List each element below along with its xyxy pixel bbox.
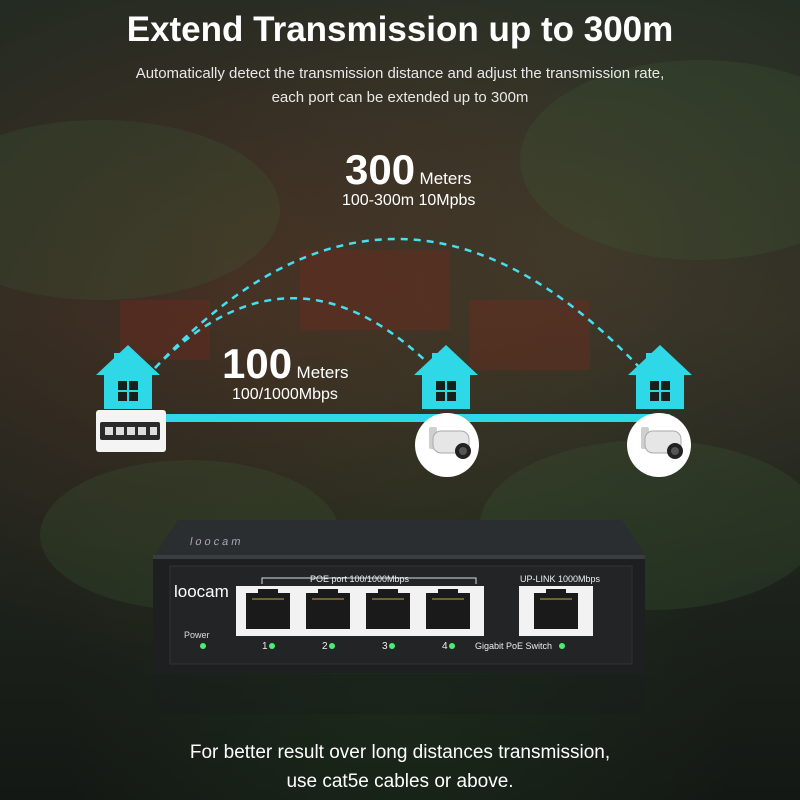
power-label: Power bbox=[184, 630, 210, 640]
arc-300m bbox=[154, 237, 641, 369]
port-number-2: 2 bbox=[322, 641, 328, 652]
distance-100-value: 100 bbox=[222, 340, 293, 387]
footer-line-1: For better result over long distances tr… bbox=[189, 742, 611, 763]
house-icon bbox=[628, 345, 692, 409]
rj45-port-2 bbox=[306, 589, 350, 629]
subtitle-line-2: each port can be extended up to 300m bbox=[271, 89, 529, 106]
rj45-port-3 bbox=[366, 589, 410, 629]
device-brand-top: loocam bbox=[188, 536, 245, 548]
distance-300-label: 300 Meters bbox=[345, 146, 472, 194]
rj45-port-1 bbox=[246, 589, 290, 629]
poe-port-label: POE port 100/1000Mbps bbox=[310, 574, 410, 584]
distance-100-rate: 100/1000Mbps bbox=[232, 386, 338, 403]
arc-100m bbox=[154, 297, 431, 369]
camera-icon bbox=[627, 413, 691, 477]
distance-300-value: 300 bbox=[345, 146, 416, 193]
subtitle-line-1: Automatically detect the transmission di… bbox=[135, 65, 665, 82]
uplink-led bbox=[559, 643, 565, 649]
port-number-4: 4 bbox=[442, 641, 448, 652]
page-title: Extend Transmission up to 300m bbox=[126, 10, 674, 49]
device-brand-front: loocam bbox=[174, 582, 229, 601]
port-number-3: 3 bbox=[382, 641, 388, 652]
camera-icon bbox=[415, 413, 479, 477]
distance-300-rate: 100-300m 10Mpbs bbox=[342, 192, 476, 209]
uplink-label: UP-LINK 1000Mbps bbox=[520, 574, 601, 584]
rj45-port-uplink bbox=[534, 589, 578, 629]
distance-100-label: 100 Meters bbox=[222, 340, 349, 388]
page-subtitle: Automatically detect the transmission di… bbox=[0, 62, 800, 110]
footer-note: For better result over long distances tr… bbox=[0, 738, 800, 796]
port-number-1: 1 bbox=[262, 641, 268, 652]
port-4-led bbox=[449, 643, 455, 649]
link-line bbox=[140, 414, 670, 422]
port-1-led bbox=[269, 643, 275, 649]
switch-icon bbox=[96, 410, 166, 452]
rj45-port-4 bbox=[426, 589, 470, 629]
port-3-led bbox=[389, 643, 395, 649]
house-icon bbox=[96, 345, 160, 409]
port-2-led bbox=[329, 643, 335, 649]
model-label: Gigabit PoE Switch bbox=[475, 641, 553, 651]
distance-100-unit: Meters bbox=[296, 363, 349, 382]
power-led bbox=[200, 643, 206, 649]
footer-line-2: use cat5e cables or above. bbox=[286, 771, 514, 792]
distance-300-unit: Meters bbox=[419, 169, 472, 188]
house-icon bbox=[414, 345, 478, 409]
